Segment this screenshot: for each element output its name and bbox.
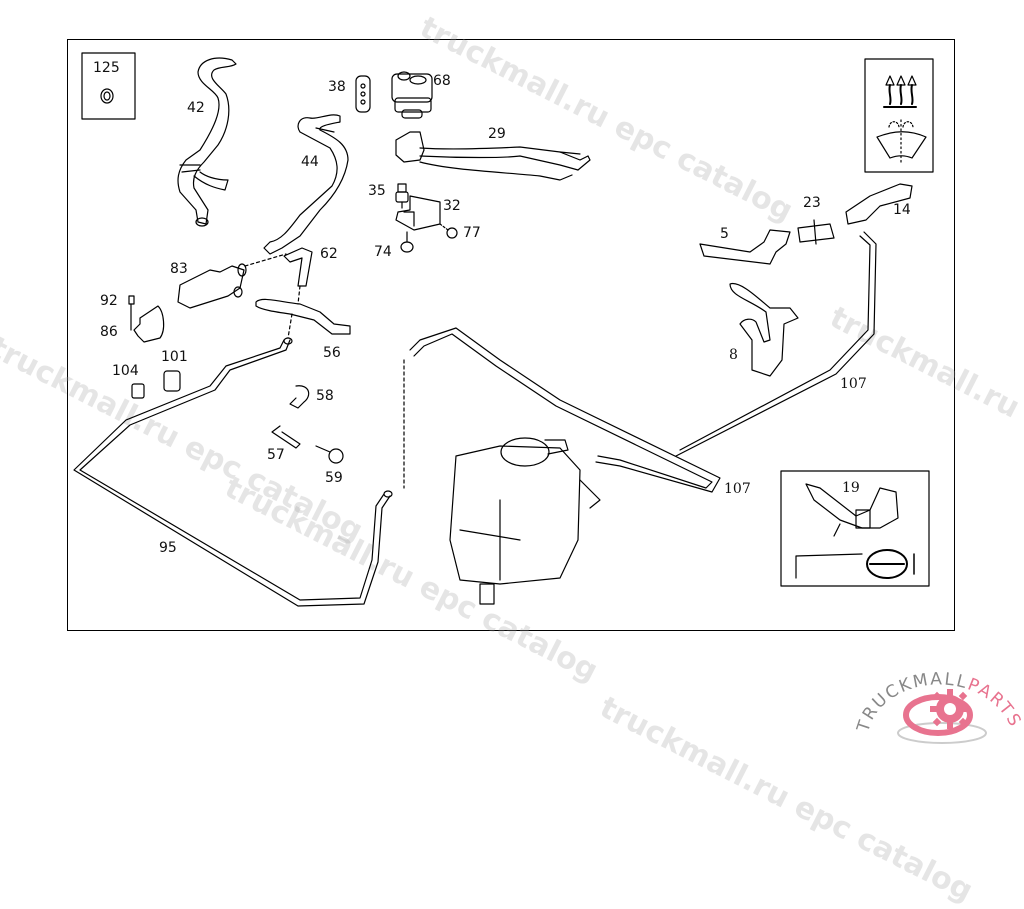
part-77-nut[interactable]: [446, 227, 458, 239]
part-92-screw[interactable]: [128, 295, 135, 305]
part-104-clip[interactable]: [131, 383, 145, 399]
part-58-clip[interactable]: [289, 385, 310, 409]
gear-logo-icon: TRUCKMALLPARTS: [853, 669, 1024, 744]
hose-8[interactable]: [729, 282, 799, 377]
part-23-connector[interactable]: [797, 219, 835, 245]
part-35-sensor[interactable]: [395, 183, 409, 209]
callout-62[interactable]: 62: [320, 246, 338, 262]
expansion-tank[interactable]: [449, 437, 601, 605]
callout-14[interactable]: 14: [893, 202, 911, 218]
callout-104[interactable]: 104: [112, 363, 139, 379]
hose-42[interactable]: [177, 57, 237, 227]
callout-58[interactable]: 58: [316, 388, 334, 404]
callout-59[interactable]: 59: [325, 470, 343, 486]
truckmallparts-logo[interactable]: TRUCKMALLPARTS: [850, 655, 1024, 750]
callout-38[interactable]: 38: [328, 79, 346, 95]
callout-125[interactable]: 125: [93, 60, 120, 76]
part-19-thermostat-housing[interactable]: [805, 483, 899, 537]
parts-diagram: [73, 52, 934, 607]
windshield-washer-icon: [876, 119, 927, 163]
callout-83[interactable]: 83: [170, 261, 188, 277]
part-32-bracket[interactable]: [395, 195, 441, 231]
callout-86[interactable]: 86: [100, 324, 118, 340]
callout-95[interactable]: 95: [159, 540, 177, 556]
callout-57[interactable]: 57: [267, 447, 285, 463]
part-86-clamp[interactable]: [130, 303, 165, 343]
callout-74[interactable]: 74: [374, 244, 392, 260]
callout-19[interactable]: 19: [842, 480, 860, 496]
heater-symbol-icon: [883, 75, 917, 108]
callout-5[interactable]: 5: [720, 226, 729, 242]
callout-68[interactable]: 68: [433, 73, 451, 89]
clamp-125-icon: [100, 88, 114, 104]
hose-44[interactable]: [263, 114, 349, 255]
callout-107-upper[interactable]: 107: [840, 376, 867, 392]
callout-35[interactable]: 35: [368, 183, 386, 199]
diagram-frame: [67, 39, 955, 631]
pipe-95[interactable]: [73, 337, 393, 607]
hose-62[interactable]: [283, 247, 313, 287]
callout-29[interactable]: 29: [488, 126, 506, 142]
callout-42[interactable]: 42: [187, 100, 205, 116]
callout-92[interactable]: 92: [100, 293, 118, 309]
part-83-pump[interactable]: [177, 253, 287, 309]
callout-44[interactable]: 44: [301, 154, 319, 170]
part-1-seal[interactable]: [795, 549, 915, 579]
hose-14[interactable]: [845, 183, 913, 225]
inset-125-box: [81, 52, 136, 120]
hose-56[interactable]: [255, 285, 351, 339]
pipe-29[interactable]: [395, 131, 591, 181]
callout-8[interactable]: 8: [729, 347, 738, 363]
part-57-bracket[interactable]: [271, 425, 301, 449]
callout-101[interactable]: 101: [161, 349, 188, 365]
inset-19-box: [780, 470, 930, 587]
part-68-valve[interactable]: [391, 71, 433, 119]
part-74-bolt[interactable]: [400, 231, 414, 253]
callout-56[interactable]: 56: [323, 345, 341, 361]
inset-symbols-box: [864, 58, 934, 173]
callout-32[interactable]: 32: [443, 198, 461, 214]
logo-text-parts: PARTS: [965, 675, 1024, 732]
pipe-107[interactable]: [403, 231, 877, 493]
part-38[interactable]: [355, 75, 371, 113]
hose-5[interactable]: [699, 229, 791, 265]
callout-77[interactable]: 77: [463, 225, 481, 241]
callout-107-lower[interactable]: 107: [724, 481, 751, 497]
callout-23[interactable]: 23: [803, 195, 821, 211]
part-101-clip[interactable]: [163, 370, 181, 392]
part-59-bolt[interactable]: [315, 445, 344, 464]
